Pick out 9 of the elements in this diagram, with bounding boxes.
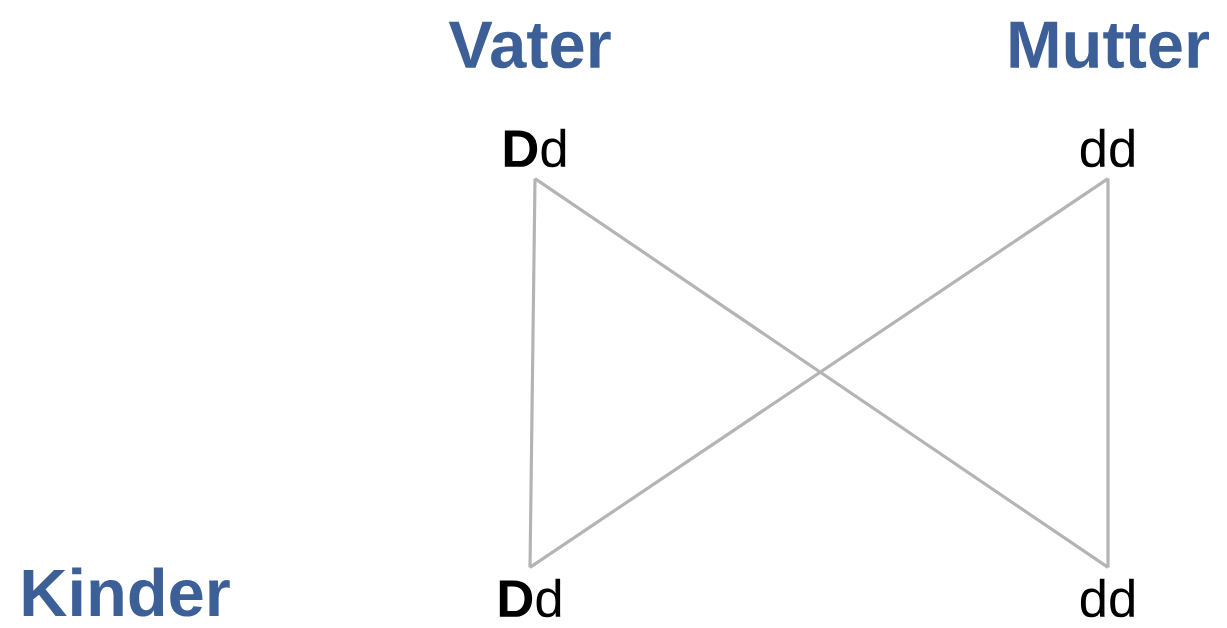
heading-label: Kinder <box>23 567 230 617</box>
genotype-label: dd <box>1080 128 1134 168</box>
genotype-label: dd <box>1080 578 1134 618</box>
heading-label: Mutter <box>1010 21 1209 69</box>
heading-label: Vater <box>448 21 611 69</box>
connector-line <box>1106 178 1110 568</box>
genotype-label: Dd <box>504 128 566 168</box>
connector-line <box>528 178 537 568</box>
genotype-label: Dd <box>499 578 561 618</box>
